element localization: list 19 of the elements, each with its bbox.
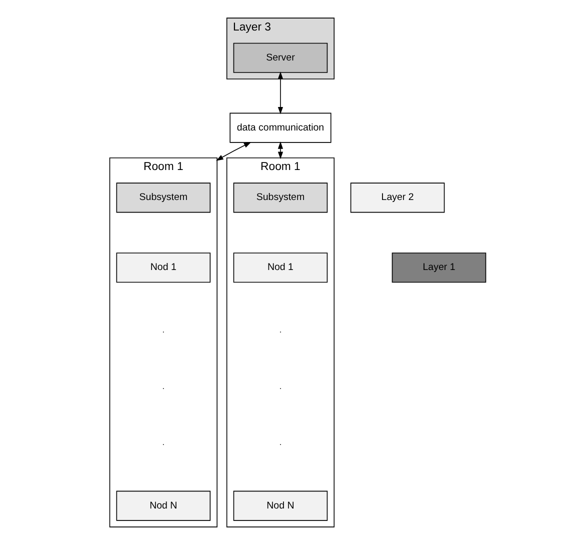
node-box: Nod 1 [232,252,328,283]
arrow [216,142,251,161]
arrow [277,142,283,160]
label: . [162,382,164,391]
label: . [278,382,282,391]
node-box: Nod N [116,490,210,521]
node-box: Layer 1 [391,252,486,283]
node-box: Layer 2 [350,182,444,213]
arrow [277,72,283,114]
node-box: Nod N [232,490,328,521]
node-box: Server [232,42,328,73]
label: . [278,438,282,447]
node-box: Nod 1 [116,252,210,283]
node-box: data communication [229,112,331,143]
node-box: Subsystem [232,182,328,213]
label: . [162,326,164,335]
label: . [162,438,164,447]
node-box: Subsystem [116,182,210,213]
label: . [278,326,282,335]
